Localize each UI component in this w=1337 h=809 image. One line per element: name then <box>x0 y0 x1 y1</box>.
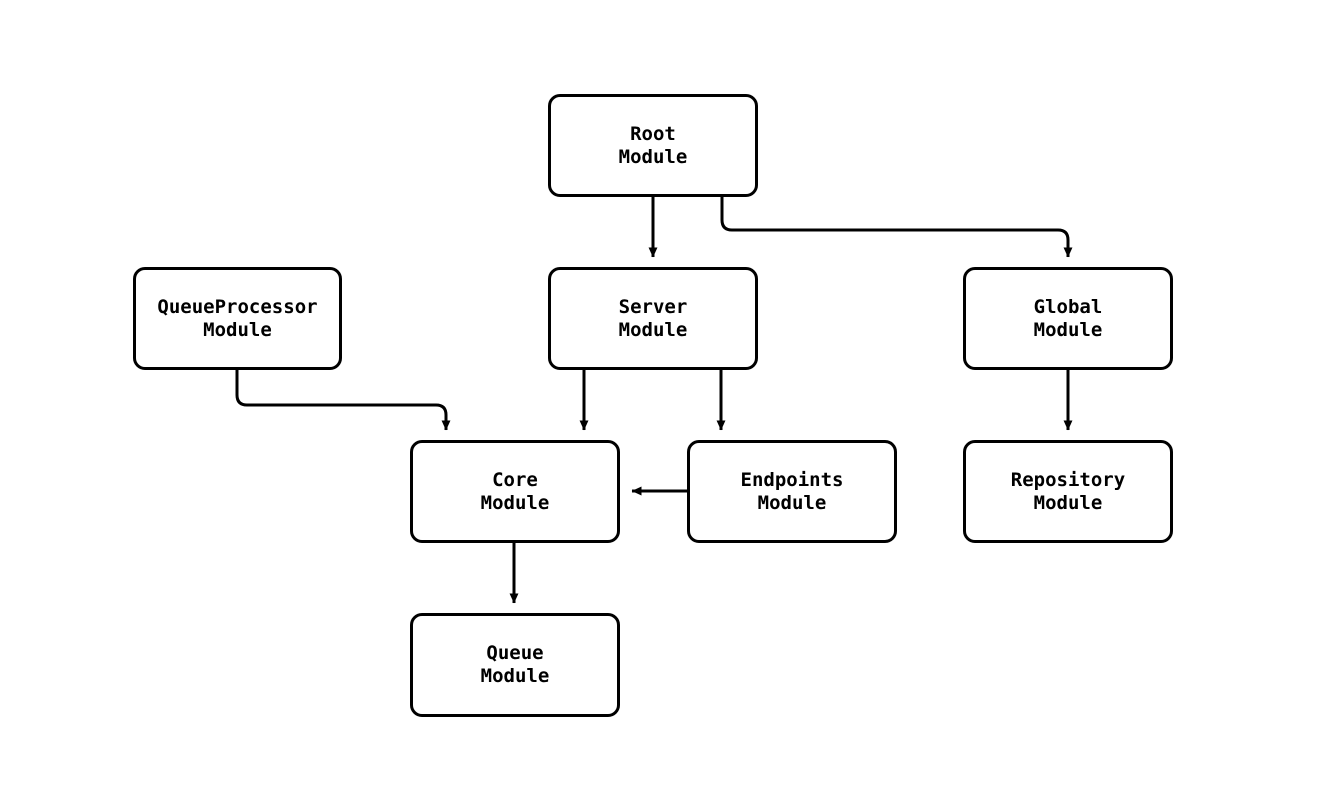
edge-queueprocessor-to-core <box>235 370 451 431</box>
node-repository-module[interactable]: Repository Module <box>963 440 1173 543</box>
node-queueprocessor-module[interactable]: QueueProcessor Module <box>133 267 342 370</box>
node-root-module-label: Root Module <box>618 122 688 168</box>
node-queueprocessor-module-label: QueueProcessor Module <box>157 295 318 341</box>
edge-root-to-global <box>720 197 1073 258</box>
node-core-module[interactable]: Core Module <box>410 440 620 543</box>
node-global-module-label: Global Module <box>1033 295 1103 341</box>
node-queue-module-label: Queue Module <box>480 642 550 687</box>
node-repository-module-label: Repository Module <box>1010 468 1126 514</box>
node-global-module[interactable]: Global Module <box>963 267 1173 370</box>
node-endpoints-module[interactable]: Endpoints Module <box>687 440 897 543</box>
node-server-module[interactable]: Server Module <box>548 267 758 370</box>
node-queue-module[interactable]: Queue Module <box>410 613 620 717</box>
node-core-module-label: Core Module <box>480 468 550 514</box>
node-server-module-label: Server Module <box>618 295 688 341</box>
node-root-module[interactable]: Root Module <box>548 94 758 197</box>
node-endpoints-module-label: Endpoints Module <box>740 468 844 514</box>
